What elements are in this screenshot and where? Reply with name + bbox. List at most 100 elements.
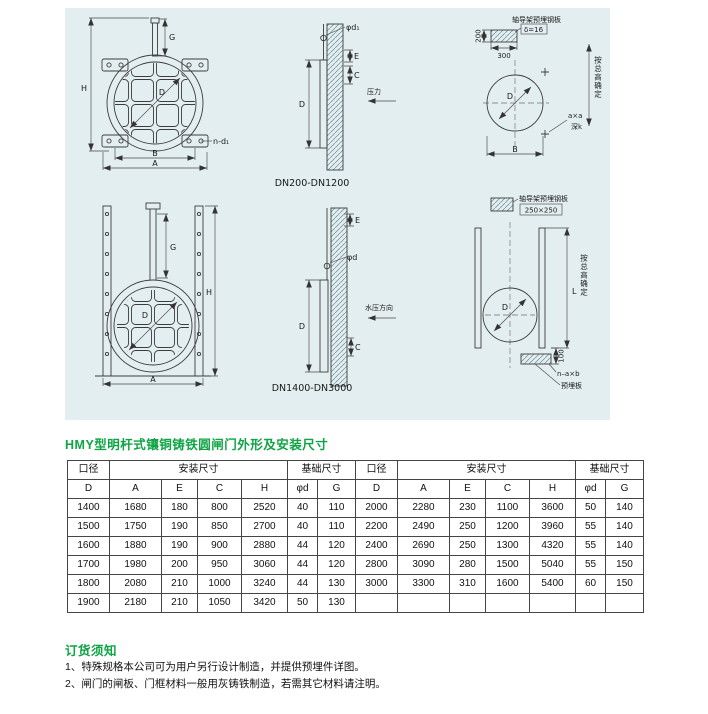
section-title: HMY型明杆式镶铜铸铁圆闸门外形及安装尺寸 — [65, 438, 329, 452]
pressure-label: 压力 — [367, 87, 381, 96]
table-cell: 900 — [197, 536, 242, 556]
table-cell: 2880 — [241, 536, 288, 556]
dim-label-b: B — [512, 145, 518, 154]
table-cell: 110 — [317, 517, 356, 537]
table-cell: 50 — [575, 498, 606, 518]
table-cell: 2000 — [355, 498, 398, 518]
table-cell: 3090 — [397, 555, 450, 575]
dim-label-c: C — [354, 71, 360, 80]
table-cell: 3420 — [241, 593, 288, 613]
col-H: H — [241, 479, 288, 499]
install-view-dn200-drawing: 轴导架预埋钢板 δ=16 200 300 D B — [475, 15, 592, 157]
table-cell: 1000 — [197, 574, 242, 594]
opening-circle-small — [486, 74, 544, 132]
gate-leaf-small — [319, 59, 328, 149]
table-cell: 2080 — [109, 574, 162, 594]
header-foundation-dims: 基础尺寸 — [287, 460, 356, 480]
table-cell: 150 — [605, 555, 644, 575]
table-cell: 2700 — [241, 517, 288, 537]
col-H: H — [529, 479, 576, 499]
table-cell: 1100 — [485, 498, 530, 518]
install-view-dn1400-drawing: 轴导架预埋钢板 250×250 D L 100 n–a×b — [474, 194, 582, 390]
left-rail — [102, 205, 112, 377]
header-foundation-dims: 基础尺寸 — [575, 460, 644, 480]
table-cell: 2200 — [355, 517, 398, 537]
anchor-size-label: a×a — [568, 112, 582, 120]
table-cell — [397, 593, 450, 613]
gate-body-circle-large — [106, 279, 200, 373]
table-cell: 280 — [449, 555, 486, 575]
dim-label-h: H — [81, 84, 87, 93]
table-cell: 1800 — [67, 574, 110, 594]
gate-body-circle-small — [106, 54, 204, 152]
table-cell: 1500 — [485, 555, 530, 575]
guide-plate-label: 轴导架预埋钢板 — [519, 194, 568, 203]
dim-label-a: A — [150, 375, 156, 384]
order-notes-title: 订货须知 — [65, 644, 118, 658]
col-D: D — [67, 479, 110, 499]
dim-label-l: L — [572, 287, 577, 296]
dim-label-phi-d: φd — [347, 253, 357, 262]
table-cell: 40 — [287, 517, 318, 537]
col-E: E — [449, 479, 486, 499]
header-diameter: 口径 — [355, 460, 398, 480]
gate-leaf-large — [319, 279, 329, 373]
table-cell — [575, 593, 606, 613]
front-view-dn1400-drawing: G H D A — [95, 202, 218, 387]
header-install-dims: 安装尺寸 — [109, 460, 288, 480]
dim-label-d: D — [502, 303, 508, 312]
table-cell: 1880 — [109, 536, 162, 556]
water-pressure-direction-label: 水压方向 — [365, 303, 393, 312]
table-cell: 3960 — [529, 517, 576, 537]
table-cell: 110 — [317, 498, 356, 518]
header-diameter: 口径 — [67, 460, 110, 480]
dim-label-phi-d1: φd₁ — [346, 23, 360, 32]
stem-small — [152, 22, 158, 57]
table-cell: 2490 — [397, 517, 450, 537]
table-cell: 50 — [287, 593, 318, 613]
table-cell: 210 — [161, 574, 198, 594]
table-cell: 3240 — [241, 574, 288, 594]
front-view-dn200-drawing: H G D B A n-d₁ — [81, 17, 229, 171]
table-cell: 310 — [449, 574, 486, 594]
table-cell: 190 — [161, 517, 198, 537]
table-cell: 190 — [161, 536, 198, 556]
table-cell: 2800 — [355, 555, 398, 575]
drawing-panel: H G D B A n-d₁ — [65, 8, 610, 420]
bolt-pattern-label: n–a×b — [557, 370, 580, 378]
table-cell: 1200 — [485, 517, 530, 537]
dim-label-d: D — [299, 322, 305, 331]
table-cell: 5400 — [529, 574, 576, 594]
table-cell: 2520 — [241, 498, 288, 518]
order-notes-list: 1、特殊规格本公司可为用户另行设计制造，并提供预埋件详图。2、闸门的闸板、门框材… — [65, 659, 386, 693]
col-G: G — [605, 479, 644, 499]
table-cell: 1700 — [67, 555, 110, 575]
engineering-drawings-svg: H G D B A n-d₁ — [81, 15, 592, 394]
dim-label-d: D — [507, 92, 513, 101]
table-column-header-row: D A E C H φd G D A E C H φd G — [67, 479, 644, 499]
col-D: D — [355, 479, 398, 499]
dimension-table: 口径 安装尺寸 基础尺寸 口径 安装尺寸 基础尺寸 D A E C H φd G… — [67, 460, 644, 613]
right-rail — [194, 205, 204, 377]
wall-hatch-small — [326, 23, 344, 171]
col-G: G — [317, 479, 356, 499]
table-cell — [355, 593, 398, 613]
bolt-spec-label: n-d₁ — [213, 137, 229, 146]
table-cell: 3600 — [529, 498, 576, 518]
plate-thickness-label: δ=16 — [524, 26, 544, 34]
table-cell — [449, 593, 486, 613]
table-cell: 2690 — [397, 536, 450, 556]
table-head: 口径 安装尺寸 基础尺寸 口径 安装尺寸 基础尺寸 D A E C H φd G… — [67, 460, 644, 499]
table-cell: 5040 — [529, 555, 576, 575]
caption-dn1400-dn3000: DN1400-DN3000 — [272, 383, 353, 394]
note-item: 2、闸门的闸板、门框材料一般用灰铸铁制造，若需其它材料请注明。 — [65, 678, 386, 690]
anchor-cross-marks — [541, 68, 549, 138]
table-cell: 130 — [317, 593, 356, 613]
embedded-plate-large — [490, 197, 514, 212]
guide-plate-label: 轴导架预埋钢板 — [512, 15, 561, 24]
table-cell: 150 — [605, 574, 644, 594]
